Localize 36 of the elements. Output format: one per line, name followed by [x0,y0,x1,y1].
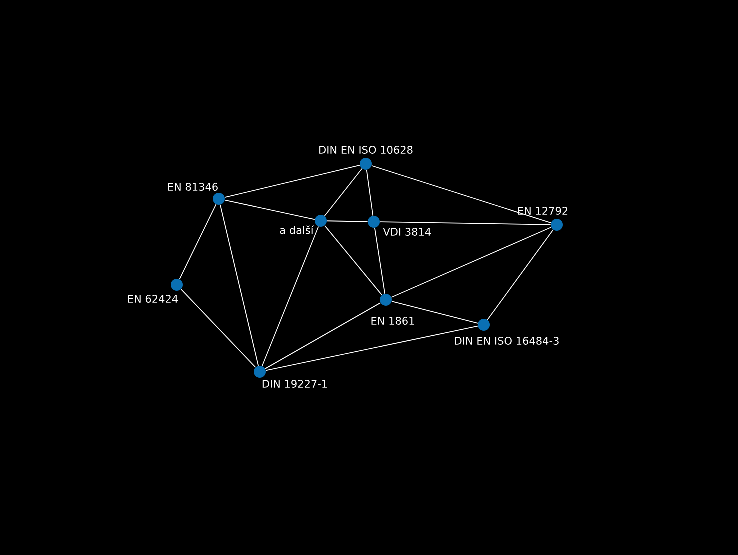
node-label: EN 1861 [372,317,414,325]
dot [171,279,183,291]
line [324,168,363,217]
line [179,204,217,280]
node-label: VDI 3814 [383,228,432,236]
node-label: EN 62424 [128,295,178,303]
line [220,204,260,366]
line [324,225,383,296]
dot [315,215,327,227]
line [380,222,552,226]
node-label: DIN EN ISO 16484-3 [455,337,559,345]
node-label: EN 12792 [518,207,568,215]
line [391,227,552,298]
line [224,200,316,220]
node-label: DIN EN ISO 10628 [320,146,413,154]
line [264,302,382,370]
line [326,220,368,222]
node-label: a další [280,226,314,234]
dot [380,294,392,306]
dot [478,319,490,331]
dot [368,216,380,228]
line [180,289,256,368]
dot [254,366,266,378]
line [262,226,320,367]
line [366,170,374,216]
line [266,326,478,372]
dot [360,158,372,170]
line [392,301,478,324]
line [371,165,552,224]
dot [551,219,563,231]
node-label: DIN 19227-1 [262,380,328,388]
dot [213,193,225,205]
line [224,164,360,198]
node-label: EN 81346 [168,183,218,191]
line [374,228,386,294]
line [487,230,554,320]
